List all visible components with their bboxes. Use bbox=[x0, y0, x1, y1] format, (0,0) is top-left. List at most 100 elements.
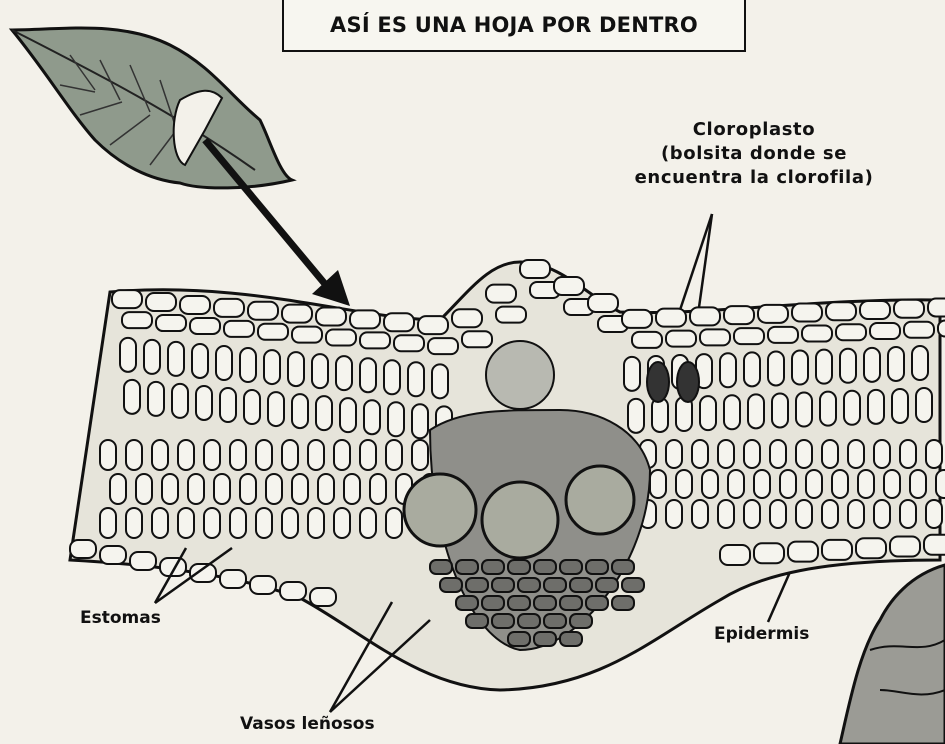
palisade-cell bbox=[216, 346, 232, 380]
dark-cell bbox=[482, 560, 504, 574]
palisade-cell bbox=[364, 400, 380, 434]
spongy-cell bbox=[900, 500, 916, 528]
palisade-cell bbox=[868, 390, 884, 424]
dark-cell bbox=[508, 596, 530, 610]
dark-cell bbox=[492, 578, 514, 592]
palisade-cell bbox=[220, 388, 236, 422]
spongy-cell bbox=[926, 500, 942, 528]
spongy-cell bbox=[754, 470, 770, 498]
palisade-cell bbox=[912, 346, 928, 380]
spongy-cell bbox=[718, 440, 734, 468]
palisade-cell bbox=[724, 395, 740, 429]
lower-epidermis-cell bbox=[220, 570, 246, 588]
spongy-cell bbox=[900, 440, 916, 468]
spongy-cell bbox=[822, 440, 838, 468]
stomata-label: Estomas bbox=[80, 606, 161, 630]
palisade-cell bbox=[336, 356, 352, 390]
epidermis-cell bbox=[622, 310, 652, 328]
spongy-cell bbox=[292, 474, 308, 504]
epidermis-cell bbox=[928, 298, 945, 316]
spongy-cell bbox=[702, 470, 718, 498]
epidermis-cell bbox=[520, 260, 550, 278]
spongy-cell bbox=[848, 500, 864, 528]
epidermis-cell bbox=[826, 302, 856, 320]
chloroplast-label-line1: Cloroplasto bbox=[604, 118, 904, 142]
spongy-cell bbox=[162, 474, 178, 504]
xylem-vessel-right bbox=[566, 466, 634, 534]
palisade-cell bbox=[312, 354, 328, 388]
palisade-cell bbox=[888, 347, 904, 381]
spongy-cell bbox=[282, 440, 298, 470]
lower-epidermis-cell bbox=[310, 588, 336, 606]
spongy-cell bbox=[744, 500, 760, 528]
dark-cell bbox=[466, 578, 488, 592]
dark-cell bbox=[560, 596, 582, 610]
lower-epidermis-cell bbox=[924, 535, 945, 555]
spongy-cell bbox=[770, 500, 786, 528]
spongy-cell bbox=[178, 440, 194, 470]
lower-epidermis-cell bbox=[100, 546, 126, 564]
dark-cell bbox=[508, 560, 530, 574]
dark-cell bbox=[612, 560, 634, 574]
spongy-cell bbox=[692, 440, 708, 468]
dark-cell bbox=[430, 560, 452, 574]
spongy-cell bbox=[360, 440, 376, 470]
xylem-vessel-left bbox=[404, 474, 476, 546]
palisade-cell bbox=[624, 357, 640, 391]
epidermis-cell bbox=[122, 312, 152, 328]
spongy-cell bbox=[204, 508, 220, 538]
lower-epidermis-cell bbox=[822, 540, 852, 560]
epidermis-cell bbox=[656, 309, 686, 327]
palisade-cell bbox=[120, 338, 136, 372]
epidermis-cell bbox=[894, 300, 924, 318]
spongy-cell bbox=[796, 500, 812, 528]
epidermis-cell bbox=[146, 293, 176, 311]
dark-cell bbox=[622, 578, 644, 592]
lower-epidermis-cell bbox=[280, 582, 306, 600]
spongy-cell bbox=[744, 440, 760, 468]
epidermis-label: Epidermis bbox=[714, 622, 809, 646]
epidermis-cell bbox=[870, 323, 900, 339]
palisade-cell bbox=[628, 399, 644, 433]
lower-epidermis-cell bbox=[856, 538, 886, 558]
spongy-cell bbox=[926, 440, 942, 468]
spongy-cell bbox=[832, 470, 848, 498]
dark-cell bbox=[482, 596, 504, 610]
palisade-cell bbox=[124, 380, 140, 414]
palisade-cell bbox=[748, 394, 764, 428]
epidermis-cell bbox=[190, 318, 220, 334]
dark-cell bbox=[534, 596, 556, 610]
spongy-cell bbox=[874, 500, 890, 528]
spongy-cell bbox=[152, 440, 168, 470]
vessels-label: Vasos leñosos bbox=[240, 712, 375, 736]
epidermis-cell bbox=[258, 324, 288, 340]
epidermis-cell bbox=[666, 331, 696, 347]
lower-epidermis-cell bbox=[788, 542, 818, 562]
epidermis-cell bbox=[758, 305, 788, 323]
spongy-cell bbox=[806, 470, 822, 498]
palisade-cell bbox=[892, 389, 908, 423]
spongy-cell bbox=[110, 474, 126, 504]
palisade-cell bbox=[144, 340, 160, 374]
spongy-cell bbox=[936, 470, 945, 498]
palisade-cell bbox=[288, 352, 304, 386]
chloroplast-label-line2: (bolsita donde se bbox=[604, 142, 904, 166]
palisade-cell bbox=[148, 382, 164, 416]
epidermis-cell bbox=[486, 285, 516, 303]
epidermis-cell bbox=[316, 307, 346, 325]
epidermis-cell bbox=[700, 329, 730, 345]
spongy-cell bbox=[100, 440, 116, 470]
spongy-cell bbox=[858, 470, 874, 498]
spongy-cell bbox=[136, 474, 152, 504]
spongy-cell bbox=[666, 440, 682, 468]
spongy-cell bbox=[780, 470, 796, 498]
palisade-cell bbox=[844, 391, 860, 425]
palisade-cell bbox=[768, 351, 784, 385]
palisade-cell bbox=[840, 349, 856, 383]
epidermis-cell bbox=[452, 309, 482, 327]
lower-epidermis-cell bbox=[130, 552, 156, 570]
palisade-cell bbox=[168, 342, 184, 376]
dark-cell bbox=[596, 578, 618, 592]
dark-cell bbox=[518, 614, 540, 628]
spongy-cell bbox=[152, 508, 168, 538]
